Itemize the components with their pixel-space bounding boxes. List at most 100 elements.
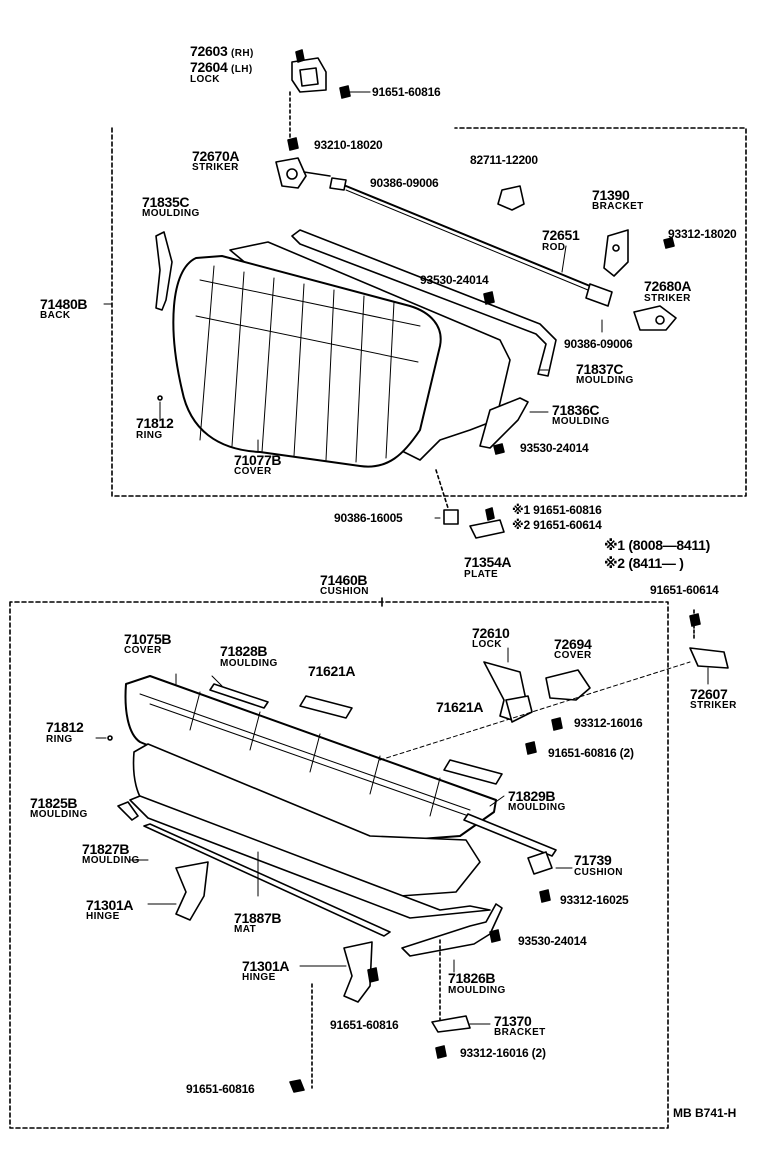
label-93210-18020: 93210-18020 bbox=[314, 138, 383, 152]
label-striker-c: STRIKER bbox=[690, 700, 737, 711]
label-71826B: 71826B bbox=[448, 970, 496, 986]
label-71837C: 71837C bbox=[576, 361, 624, 377]
reference-code: MB B741-H bbox=[673, 1106, 737, 1120]
label-lock-top: LOCK bbox=[190, 74, 220, 85]
label-plate: PLATE bbox=[464, 569, 499, 580]
lock-72603-drawing bbox=[289, 49, 327, 151]
label-71460B: 71460B bbox=[320, 572, 368, 588]
label-82711-12200: 82711-12200 bbox=[470, 153, 538, 167]
bolt-91651-note bbox=[485, 507, 495, 521]
label-71621A-a: 71621A bbox=[308, 663, 356, 679]
label-90386-09006-b: 90386-09006 bbox=[564, 337, 633, 351]
label-hinge-b: HINGE bbox=[242, 972, 276, 983]
moulding-71835C-drawing bbox=[155, 231, 173, 311]
label-moulding-e: MOULDING bbox=[30, 809, 88, 820]
label-72670A: 72670A bbox=[192, 148, 240, 164]
label-cover-b: COVER bbox=[124, 645, 162, 656]
label-moulding-b: MOULDING bbox=[576, 375, 634, 386]
label-note1-bolt: ※1 91651-60816 bbox=[512, 503, 602, 517]
clip-82711-12200 bbox=[497, 185, 525, 211]
label-93312-16016-a: 93312-16016 bbox=[574, 716, 643, 730]
bolt-93530-24014-c bbox=[489, 929, 501, 943]
label-71828B: 71828B bbox=[220, 643, 268, 659]
bracket-71390-drawing bbox=[603, 229, 629, 277]
bolt-91651-60816-c bbox=[367, 967, 379, 983]
label-72607: 72607 bbox=[690, 686, 728, 702]
label-71812-b: 71812 bbox=[46, 719, 84, 735]
cushion-assembly-boundary bbox=[9, 601, 669, 1129]
label-71480B: 71480B bbox=[40, 296, 88, 312]
label-93312-16016-b: 93312-16016 (2) bbox=[460, 1046, 546, 1060]
label-71301A-a: 71301A bbox=[86, 897, 134, 913]
label-71825B: 71825B bbox=[30, 795, 78, 811]
pad-71621A-a bbox=[299, 695, 353, 719]
label-moulding-f: MOULDING bbox=[508, 802, 566, 813]
pad-71621A-b bbox=[443, 759, 503, 785]
label-moulding-h: MOULDING bbox=[448, 985, 506, 996]
label-72604: 72604 (LH) bbox=[190, 59, 253, 75]
label-71075B: 71075B bbox=[124, 631, 172, 647]
hinge-71301A-b-drawing bbox=[343, 941, 373, 1003]
label-71827B: 71827B bbox=[82, 841, 130, 857]
seat-back-cover-drawing bbox=[172, 255, 442, 468]
label-striker-a: STRIKER bbox=[192, 162, 239, 173]
bolt-91651-60816-d bbox=[289, 1079, 305, 1093]
label-rod: ROD bbox=[542, 242, 566, 253]
ring-71812-b bbox=[107, 735, 113, 741]
bolt-93530-24014-a bbox=[483, 291, 495, 305]
label-bracket-b: BRACKET bbox=[494, 1027, 546, 1038]
back-assembly-boundary bbox=[111, 127, 747, 497]
collar-90386-16005 bbox=[443, 509, 459, 525]
bolt-91651-60816-b bbox=[525, 741, 537, 755]
legend-1: ※1 (8008—8411) bbox=[604, 537, 710, 553]
label-mat: MAT bbox=[234, 924, 257, 935]
label-hinge-a: HINGE bbox=[86, 911, 120, 922]
label-71301A-b: 71301A bbox=[242, 958, 290, 974]
label-72610: 72610 bbox=[472, 625, 510, 641]
label-71812-a: 71812 bbox=[136, 415, 174, 431]
label-91651-60816-c: 91651-60816 bbox=[330, 1018, 399, 1032]
label-moulding-d: MOULDING bbox=[220, 658, 278, 669]
label-71836C: 71836C bbox=[552, 402, 600, 418]
bolt-93530-24014-b bbox=[493, 443, 505, 455]
label-93312-18020: 93312-18020 bbox=[668, 227, 737, 241]
bolt-93312-16016-a bbox=[551, 717, 563, 731]
moulding-71829B-drawing bbox=[463, 813, 557, 857]
label-71621A-b: 71621A bbox=[436, 699, 484, 715]
label-71390: 71390 bbox=[592, 187, 630, 203]
label-cushion-a: CUSHION bbox=[320, 586, 369, 597]
label-lock-b: LOCK bbox=[472, 639, 502, 650]
striker-72680A-drawing bbox=[633, 305, 677, 331]
label-back: BACK bbox=[40, 310, 71, 321]
label-72651: 72651 bbox=[542, 227, 580, 243]
moulding-71825B-drawing bbox=[117, 801, 139, 821]
label-moulding-g: MOULDING bbox=[82, 855, 140, 866]
bolt-93312-18020 bbox=[663, 237, 675, 249]
seat-frame-drawing bbox=[129, 795, 491, 919]
label-71077B: 71077B bbox=[234, 452, 282, 468]
label-72604-side: (LH) bbox=[231, 64, 253, 75]
label-93530-24014-b: 93530-24014 bbox=[520, 441, 589, 455]
label-91651-60816-a: 91651-60816 bbox=[372, 85, 441, 99]
moulding-71837C-drawing bbox=[291, 229, 557, 377]
ring-71812-a bbox=[157, 395, 163, 401]
bolt-91651-60816-a bbox=[339, 85, 371, 99]
label-93530-24014-a: 93530-24014 bbox=[420, 273, 489, 287]
striker-72670A-drawing bbox=[275, 157, 331, 189]
label-71887B: 71887B bbox=[234, 910, 282, 926]
label-71370: 71370 bbox=[494, 1013, 532, 1029]
moulding-71828B-drawing bbox=[209, 683, 269, 709]
label-cushion-b: CUSHION bbox=[574, 867, 623, 878]
label-moulding-a: MOULDING bbox=[142, 208, 200, 219]
label-71835C: 71835C bbox=[142, 194, 190, 210]
label-bracket-a: BRACKET bbox=[592, 201, 644, 212]
plate-71354A-drawing bbox=[469, 519, 505, 539]
lock-72610-drawing bbox=[483, 661, 533, 723]
bolt-93210-18020 bbox=[287, 137, 299, 151]
label-striker-b: STRIKER bbox=[644, 293, 691, 304]
label-72603-side: (RH) bbox=[231, 48, 254, 59]
mat-71887B-drawing bbox=[143, 823, 391, 937]
label-ring-a: RING bbox=[136, 430, 163, 441]
